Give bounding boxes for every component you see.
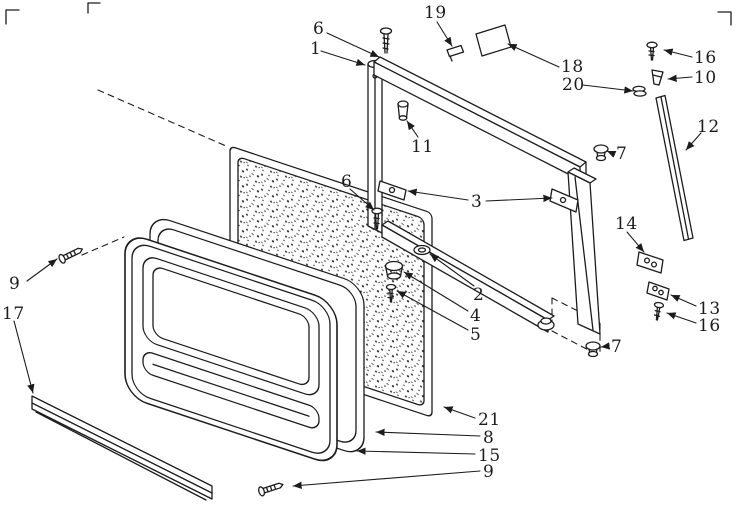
callout-15: 15 xyxy=(478,446,501,466)
frame-right-channel xyxy=(567,167,601,335)
callout-9-a: 9 xyxy=(9,274,21,294)
washer-20 xyxy=(632,85,647,97)
callout-5: 5 xyxy=(470,325,482,345)
rail-foot xyxy=(537,317,555,331)
callout-3: 3 xyxy=(471,192,483,212)
callout-16-a: 16 xyxy=(694,48,717,68)
leader-lines xyxy=(13,21,702,490)
callout-13: 13 xyxy=(698,299,721,319)
screw-16-bottom xyxy=(653,301,665,321)
callout-6-a: 6 xyxy=(313,19,325,39)
callout-16-b: 16 xyxy=(698,316,721,336)
callout-7-b: 7 xyxy=(611,337,623,357)
callout-8: 8 xyxy=(483,428,495,448)
callout-7-a: 7 xyxy=(616,144,628,164)
screw-6-top xyxy=(379,27,393,54)
plate-18 xyxy=(475,24,512,57)
screw-9-left xyxy=(58,247,83,264)
screw-6-mid xyxy=(371,207,383,230)
bottom-trim xyxy=(31,395,213,501)
bracket-14 xyxy=(636,251,664,274)
callout-10: 10 xyxy=(694,68,717,88)
callout-11: 11 xyxy=(411,137,434,157)
bracket-13 xyxy=(646,281,670,301)
callout-2: 2 xyxy=(473,285,485,305)
callout-12: 12 xyxy=(697,117,720,137)
hinge-bracket-left xyxy=(377,180,407,201)
callout-4: 4 xyxy=(470,306,482,326)
callout-21: 21 xyxy=(478,410,501,430)
screw-5 xyxy=(385,283,397,303)
grommet-2 xyxy=(413,244,431,256)
ferrule-10 xyxy=(651,69,664,86)
clip-19 xyxy=(446,44,465,62)
door-frame xyxy=(367,56,601,335)
freezer-door-panel xyxy=(124,237,338,462)
callout-1: 1 xyxy=(310,39,322,59)
support-rod-12 xyxy=(655,94,694,242)
screw-9-bottom xyxy=(258,482,284,497)
hinge-cup-4 xyxy=(384,260,404,280)
callout-9-b: 9 xyxy=(483,462,495,482)
callout-18: 18 xyxy=(561,57,584,77)
frame-top-rail xyxy=(373,56,587,181)
callout-14: 14 xyxy=(615,214,638,234)
callout-19: 19 xyxy=(424,3,447,23)
foot-cap-top xyxy=(593,144,609,162)
callout-20: 20 xyxy=(562,75,585,95)
screw-16-top xyxy=(646,41,658,61)
plug-11 xyxy=(397,100,409,121)
callout-6-b: 6 xyxy=(341,172,353,192)
page-corner-marks xyxy=(5,2,732,26)
callout-17: 17 xyxy=(2,304,25,324)
foot-cap-bottom xyxy=(585,341,601,358)
